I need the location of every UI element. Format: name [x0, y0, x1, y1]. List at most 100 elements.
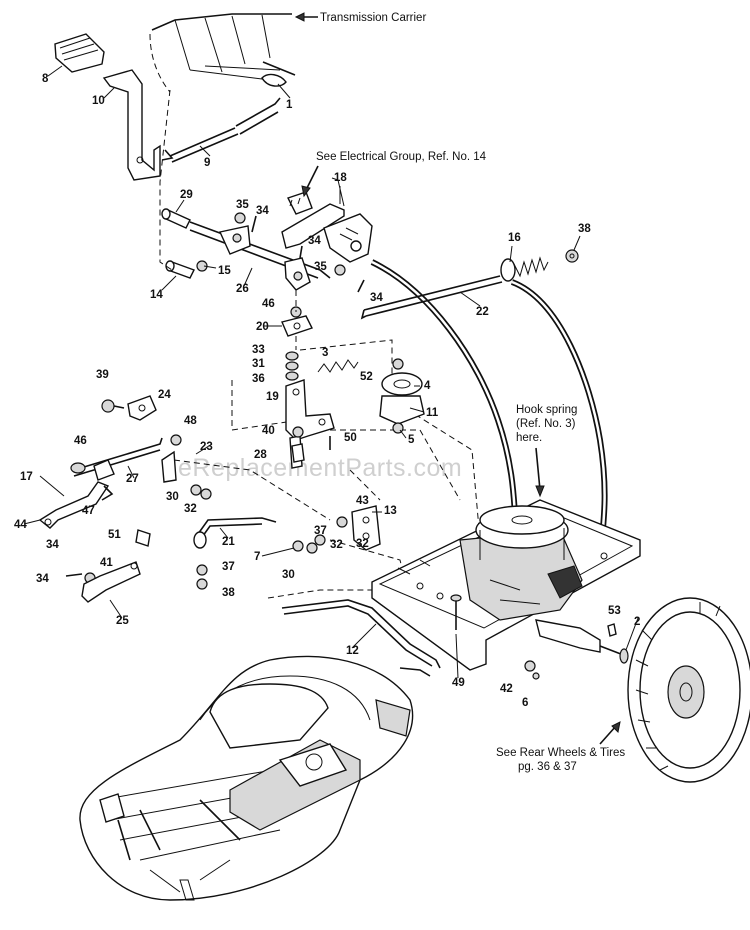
transmission-body [459, 505, 627, 657]
callout-52: 52 [360, 371, 373, 383]
callout-14: 14 [150, 289, 163, 301]
spring-3 [317, 359, 359, 373]
callout-22: 22 [476, 306, 489, 318]
callout-50: 50 [344, 432, 357, 444]
callout-30a: 30 [166, 491, 179, 503]
pedal-arm [102, 69, 161, 181]
svg-text:Transmission Carrier: Transmission Carrier [320, 12, 426, 24]
callout-51: 51 [108, 529, 121, 541]
note-transmission-carrier: Transmission Carrier [294, 12, 426, 24]
callout-35a: 35 [236, 199, 249, 211]
svg-text:Hook spring: Hook spring [516, 404, 577, 416]
callout-18: 18 [334, 172, 347, 184]
callout-2: 2 [634, 616, 640, 628]
callout-9: 9 [204, 157, 210, 169]
switch-bracket-18 [281, 191, 373, 263]
callout-6: 6 [522, 697, 528, 709]
washer-2 [619, 648, 629, 664]
rod-12 [281, 599, 441, 669]
callout-20: 20 [256, 321, 269, 333]
callout-13: 13 [384, 505, 397, 517]
callout-1: 1 [286, 99, 293, 111]
rear-wheel [627, 597, 750, 783]
bracket-28 [291, 443, 305, 463]
callout-15: 15 [218, 265, 231, 277]
svg-text:pg. 36 & 37: pg. 36 & 37 [518, 761, 577, 773]
callout-11: 11 [426, 407, 439, 419]
callout-35b: 35 [314, 261, 327, 273]
transmission-carrier [149, 13, 296, 93]
callout-numbers: 1 2 3 4 5 6 7 8 9 10 11 12 13 14 15 16 1… [14, 73, 640, 709]
callout-27: 27 [126, 473, 139, 485]
callout-37b: 37 [222, 561, 235, 573]
control-cables [370, 259, 608, 561]
callout-47: 47 [82, 505, 95, 517]
callout-30b: 30 [282, 569, 295, 581]
callout-34c: 34 [370, 292, 383, 304]
callout-7: 7 [254, 551, 260, 563]
small-pins [251, 215, 365, 293]
rod-21 [193, 517, 277, 590]
callout-41: 41 [100, 557, 113, 569]
callout-24: 24 [158, 389, 171, 401]
callout-21: 21 [222, 536, 235, 548]
callout-32c: 32 [356, 538, 369, 550]
callout-34e: 34 [36, 573, 49, 585]
callout-4: 4 [424, 380, 431, 392]
callout-43: 43 [356, 495, 369, 507]
svg-text:here.: here. [516, 432, 542, 444]
callout-10: 10 [92, 95, 105, 107]
callout-48: 48 [184, 415, 197, 427]
brake-linkage [38, 395, 212, 603]
callout-33: 33 [252, 344, 265, 356]
callout-40: 40 [262, 425, 275, 437]
hardware-7-30 [292, 534, 326, 554]
callout-32b: 32 [330, 539, 343, 551]
callout-46b: 46 [74, 435, 87, 447]
pin-14 [165, 260, 195, 279]
note-rear-wheels: See Rear Wheels & Tires pg. 36 & 37 [496, 721, 625, 773]
callout-38a: 38 [578, 223, 591, 235]
callout-44: 44 [14, 519, 27, 531]
callout-25: 25 [116, 615, 129, 627]
callout-16: 16 [508, 232, 521, 244]
callout-42: 42 [500, 683, 513, 695]
callout-leaders [23, 65, 639, 679]
callout-3: 3 [322, 347, 328, 359]
watermark: eReplacementParts.com [178, 454, 462, 482]
callout-12: 12 [346, 645, 359, 657]
note-hook-spring: Hook spring (Ref. No. 3) here. [516, 404, 577, 498]
svg-text:See Rear Wheels & Tires: See Rear Wheels & Tires [496, 747, 625, 759]
key-53 [607, 623, 617, 637]
bracket-13 [336, 505, 381, 551]
nut-35a [234, 212, 246, 224]
washer-42 [524, 660, 536, 672]
svg-text:(Ref. No. 3): (Ref. No. 3) [516, 418, 576, 430]
ring-6 [532, 672, 540, 680]
idler-pulley [379, 358, 425, 434]
note-electrical-group: See Electrical Group, Ref. No. 14 [301, 151, 487, 198]
callout-49: 49 [452, 677, 465, 689]
callout-32a: 32 [184, 503, 197, 515]
callout-26: 26 [236, 283, 249, 295]
callout-34a: 34 [256, 205, 269, 217]
shaft-26 [189, 221, 331, 291]
rod-22 [363, 275, 501, 311]
tractor-body [79, 655, 414, 901]
callout-34b: 34 [308, 235, 321, 247]
bracket-20 [281, 315, 313, 337]
pedal-pad [54, 33, 105, 73]
callout-28: 28 [254, 449, 267, 461]
callout-19: 19 [266, 391, 279, 403]
callout-53: 53 [608, 605, 621, 617]
rod-9 [169, 127, 236, 157]
pin-29 [161, 208, 191, 229]
callout-34d: 34 [46, 539, 59, 551]
callout-5: 5 [408, 434, 415, 446]
svg-text:See Electrical Group, Ref. No.: See Electrical Group, Ref. No. 14 [316, 151, 487, 163]
nut-35b [334, 264, 346, 276]
callout-17: 17 [20, 471, 33, 483]
callout-37a: 37 [314, 525, 327, 537]
callout-29: 29 [180, 189, 193, 201]
